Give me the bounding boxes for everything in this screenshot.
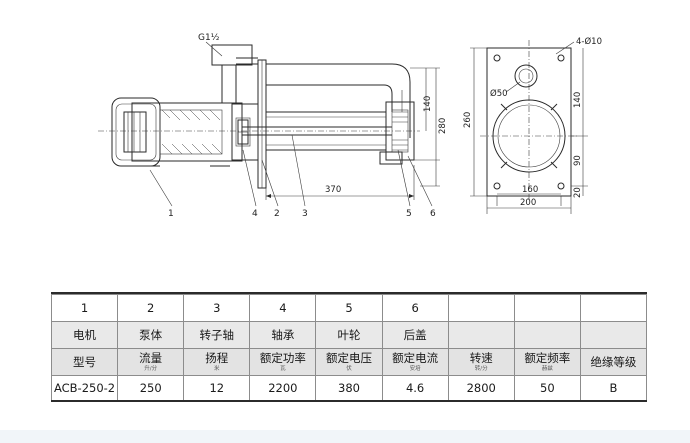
technical-drawing: 370 140 280 G1½ 1 4 2 3 5 6 — [98, 33, 602, 219]
value-insulation: B — [579, 375, 648, 401]
header-insulation: 绝缘等级 — [579, 348, 648, 376]
value-head: 12 — [183, 375, 251, 401]
callout-6: 6 — [430, 209, 436, 219]
part-name-cell: 后盖 — [381, 321, 449, 349]
part-number-cell — [447, 294, 515, 322]
part-name-cell: 轴承 — [249, 321, 317, 349]
part-number-row: 1 2 3 4 5 6 — [50, 294, 648, 322]
part-number-cell: 1 — [50, 294, 119, 322]
part-name-cell: 转子轴 — [183, 321, 251, 349]
part-number-cell: 3 — [183, 294, 251, 322]
callout-4: 4 — [252, 209, 258, 219]
part-name-cell: 叶轮 — [315, 321, 383, 349]
pump-side-view: 370 140 280 G1½ 1 4 2 3 5 6 — [98, 33, 448, 219]
impeller-hatch — [392, 111, 408, 151]
callout-2: 2 — [274, 209, 280, 219]
value-speed: 2800 — [447, 375, 515, 401]
callout-1: 1 — [168, 209, 174, 219]
callout-5: 5 — [406, 209, 412, 219]
part-name-cell — [447, 321, 515, 349]
callout-3: 3 — [302, 209, 308, 219]
part-name-cell: 泵体 — [117, 321, 185, 349]
value-frequency: 50 — [513, 375, 581, 401]
dim-280: 280 — [438, 118, 448, 134]
dim-20: 20 — [573, 187, 583, 198]
dim-dia-50: Ø50 — [490, 88, 508, 99]
thread-label: G1½ — [198, 33, 220, 43]
value-model: ACB-250-2 — [50, 375, 119, 401]
dim-90: 90 — [573, 155, 583, 166]
header-model: 型号 — [50, 348, 119, 376]
header-speed: 转速转/分 — [447, 348, 515, 376]
dim-260: 260 — [463, 112, 473, 128]
part-number-cell: 2 — [117, 294, 185, 322]
footer-strip — [0, 430, 690, 443]
dim-160: 160 — [522, 185, 538, 195]
value-power: 2200 — [249, 375, 317, 401]
part-number-cell: 4 — [249, 294, 317, 322]
part-number-cell: 6 — [381, 294, 449, 322]
part-name-cell — [513, 321, 581, 349]
value-voltage: 380 — [315, 375, 383, 401]
table-bottom-rule — [51, 400, 647, 402]
part-number-cell — [513, 294, 581, 322]
motor-winding-hatch — [161, 109, 223, 155]
header-current: 额定电流安培 — [381, 348, 449, 376]
spec-table: 1 2 3 4 5 6 电机 泵体 转子轴 轴承 叶轮 后盖 型号 流量升/分 … — [50, 294, 648, 401]
part-name-cell: 电机 — [50, 321, 119, 349]
part-name-cell — [579, 321, 648, 349]
header-head: 扬程米 — [183, 348, 251, 376]
part-name-row: 电机 泵体 转子轴 轴承 叶轮 后盖 — [50, 321, 648, 349]
flange-front-view: 4-Ø10 Ø50 260 140 90 20 160 200 — [463, 36, 602, 214]
part-number-cell: 5 — [315, 294, 383, 322]
header-frequency: 额定频率赫兹 — [513, 348, 581, 376]
dim-370: 370 — [325, 185, 341, 195]
dim-140-left: 140 — [423, 96, 433, 112]
dim-140-right: 140 — [573, 92, 583, 108]
spec-value-row: ACB-250-2 250 12 2200 380 4.6 2800 50 B — [50, 375, 648, 401]
header-voltage: 额定电压伏 — [315, 348, 383, 376]
table-top-rule — [51, 292, 647, 294]
value-flow: 250 — [117, 375, 185, 401]
header-flow: 流量升/分 — [117, 348, 185, 376]
value-current: 4.6 — [381, 375, 449, 401]
spec-header-row: 型号 流量升/分 扬程米 额定功率瓦 额定电压伏 额定电流安培 转速转/分 额定… — [50, 348, 648, 376]
dim-200: 200 — [520, 198, 536, 208]
part-number-cell — [579, 294, 648, 322]
dim-holes: 4-Ø10 — [576, 36, 602, 47]
header-power: 额定功率瓦 — [249, 348, 317, 376]
